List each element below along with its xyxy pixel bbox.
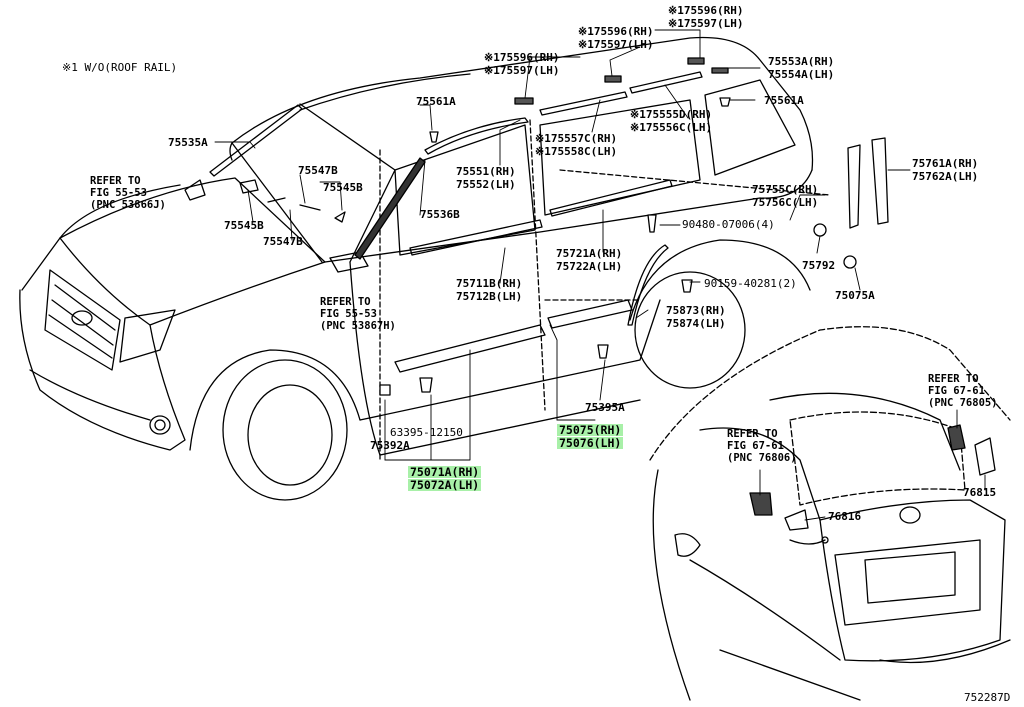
part-label-76816[interactable]: 76816 [828,510,862,523]
fog-light [149,415,171,435]
part-label-75557c[interactable]: ※175557C(RH) [535,132,618,145]
part-label-75075-highlighted[interactable]: 75075(RH) [557,423,624,437]
ref-label-76806-line1: REFER TO [727,428,778,440]
ref-label-53866j-line1: REFER TO [90,175,141,187]
roof-outline [231,36,814,171]
part-label-75722a[interactable]: 75722A(LH) [556,260,623,273]
part-label-75535a[interactable]: 75535A [168,136,208,149]
fender-moulding [627,244,669,326]
pillar-moulding [209,104,303,177]
part-label-75596rh-left[interactable]: ※175596(RH) [484,51,560,64]
rear-door-side-moulding [547,299,633,329]
roof-moulding-rear [629,71,703,94]
part-label-75071a-highlighted[interactable]: 75071A(RH) [408,465,482,479]
part-label-75553a[interactable]: 75553A(RH) [768,55,835,68]
part-label-75558c[interactable]: ※175558C(LH) [535,145,618,158]
part-label-75597lh-top[interactable]: ※175597(LH) [668,17,744,30]
headlight [119,309,176,363]
part-label-75554a[interactable]: 75554A(LH) [768,68,835,81]
front-wheel-arch [189,349,361,451]
ref-label-76806-line2: FIG 67-61 [727,440,784,452]
grille [44,269,121,371]
part-label-75547b-left[interactable]: 75547B [263,235,303,248]
part-label-75072a-highlighted[interactable]: 75072A(LH) [408,478,482,492]
part-label-75075a[interactable]: 75075A [835,289,875,302]
part-label-75547b-top[interactable]: 75547B [298,164,338,177]
part-label-75756c[interactable]: 75756C(LH) [752,196,819,209]
ref-label-76806-line3: (PNC 76806) [727,452,797,464]
ref-label-53867h-line3: (PNC 53867H) [320,320,396,332]
part-label-75762a[interactable]: 75762A(LH) [912,170,979,183]
tailgate [819,499,1006,662]
rear-door-belt-moulding [549,179,673,217]
part-label-76815[interactable]: 76815 [963,486,997,499]
body-side [324,169,813,263]
part-label-75792[interactable]: 75792 [802,259,836,272]
part-label-75597lh-mid[interactable]: ※175597(LH) [578,38,654,51]
side-mirror [329,251,369,273]
rear-window-inset [789,411,966,506]
part-label-90159[interactable]: 90159-40281(2) [704,277,797,290]
part-label-75873[interactable]: 75873(RH) [666,304,726,317]
rear-pillar-garnish [847,144,861,229]
rear-vehicle-roof [649,326,1011,461]
part-label-75556c[interactable]: ※175556C(LH) [630,121,713,134]
part-label-75874[interactable]: 75874(LH) [666,317,726,330]
part-label-75552[interactable]: 75552(LH) [456,178,516,191]
note-roof-rail: ※1 W/O(ROOF RAIL) [62,61,178,74]
hood [59,177,326,326]
ref-label-53867h-line1: REFER TO [320,296,371,308]
quarter-window [704,79,796,176]
ref-label-76805-line1: REFER TO [928,373,979,385]
part-label-75545b-left[interactable]: 75545B [224,219,264,232]
part-label-75545b-top[interactable]: 75545B [323,181,363,194]
part-label-75551[interactable]: 75551(RH) [456,165,516,178]
part-label-75596rh-top[interactable]: ※175596(RH) [668,4,744,17]
ref-label-53866j-line2: FIG 55-53 [90,187,147,199]
part-label-75596rh-mid[interactable]: ※175596(RH) [578,25,654,38]
part-label-75761a[interactable]: 75761A(RH) [912,157,979,170]
part-label-75561a-right[interactable]: 75561A [764,94,804,107]
rear-wheel [634,271,746,389]
part-label-75721a[interactable]: 75721A(RH) [556,247,623,260]
part-label-75561a-top[interactable]: 75561A [416,95,456,108]
ref-label-76805-line3: (PNC 76805) [928,397,998,409]
front-door-belt-moulding [409,219,543,256]
part-label-75555d[interactable]: ※175555D(RH) [630,108,713,121]
license-plate [864,551,956,604]
roof-drip-moulding [424,117,529,155]
ref-label-53867h-line2: FIG 55-53 [320,308,377,320]
part-label-75076-highlighted[interactable]: 75076(LH) [557,436,624,450]
rear-vehicle-body [652,469,691,701]
front-wheel [222,359,348,501]
part-label-75536b[interactable]: 75536B [420,208,460,221]
part-label-90480[interactable]: 90480-07006(4) [682,218,775,231]
part-label-75755c[interactable]: 75755C(RH) [752,183,819,196]
rear-bumper [689,559,1011,664]
front-bumper [19,289,186,451]
part-label-63395[interactable]: 63395-12150 [390,426,463,439]
ref-label-76805-line2: FIG 67-61 [928,385,985,397]
part-label-75711b[interactable]: 75711B(RH) [456,277,523,290]
part-label-75395a[interactable]: 75395A [585,401,625,414]
part-label-75597lh-left[interactable]: ※175597(LH) [484,64,560,77]
illustration-id: 752287D [964,691,1011,704]
rear-door-window [539,99,701,216]
rear-quarter-garnish [784,509,809,531]
windshield-moulding [354,157,426,260]
part-label-75712b[interactable]: 75712B(LH) [456,290,523,303]
front-door-side-moulding [394,324,546,373]
part-label-75392a[interactable]: 75392A [370,439,410,452]
rear-wheel-arch [629,239,811,321]
ref-label-53866j-line3: (PNC 53866J) [90,199,166,211]
front-door-window [394,124,536,256]
